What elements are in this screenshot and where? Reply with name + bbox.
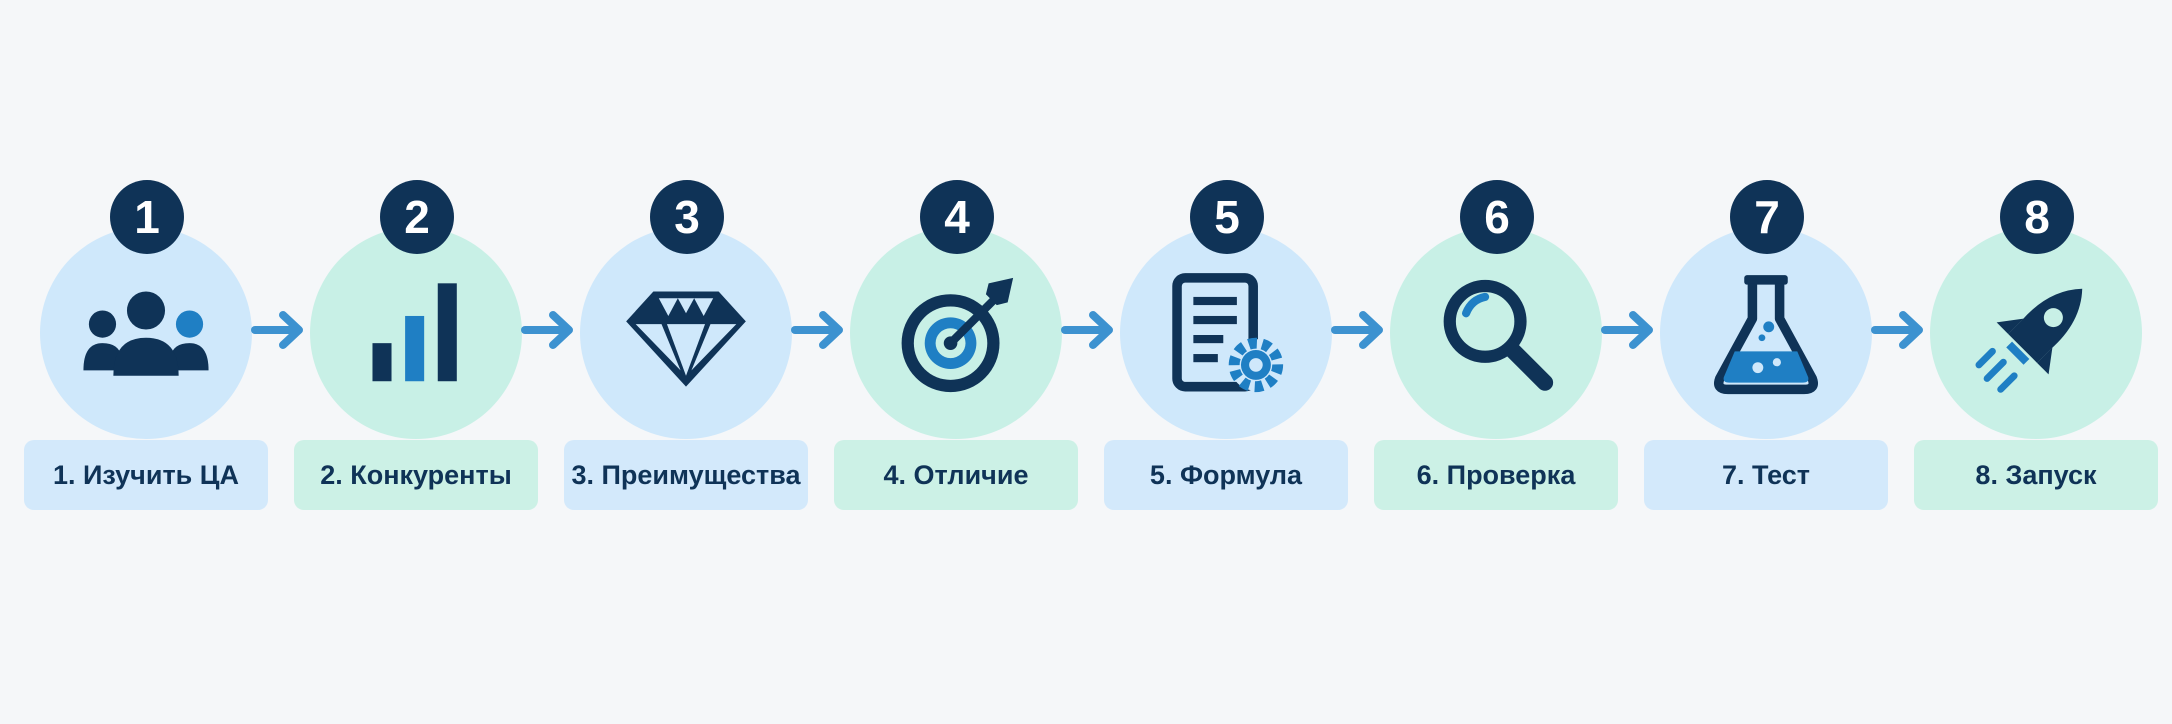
step-4: 4 4. Отличие xyxy=(834,180,1080,510)
target-icon xyxy=(888,267,1024,403)
step-3-label: 3. Преимущества xyxy=(564,440,808,510)
step-8-label: 8. Запуск xyxy=(1914,440,2158,510)
arrow-right-icon xyxy=(1871,300,1931,360)
step-6-number-badge: 6 xyxy=(1460,180,1534,254)
step-4-label: 4. Отличие xyxy=(834,440,1078,510)
step-8: 8 8. Запуск xyxy=(1914,180,2160,510)
arrow-right-icon xyxy=(791,300,851,360)
step-5: 5 5. Формула xyxy=(1104,180,1350,510)
arrow-right-icon xyxy=(521,300,581,360)
step-7-number-badge: 7 xyxy=(1730,180,1804,254)
rocket-icon xyxy=(1968,267,2104,403)
flask-icon xyxy=(1698,267,1834,403)
arrow-right-icon xyxy=(1061,300,1121,360)
users-icon xyxy=(78,267,214,403)
bar-chart-icon xyxy=(348,267,484,403)
step-1: 1 1. Изучить ЦА xyxy=(24,180,270,510)
step-1-circle xyxy=(40,227,252,439)
magnifier-icon xyxy=(1428,267,1564,403)
step-1-number-badge: 1 xyxy=(110,180,184,254)
step-7-label: 7. Тест xyxy=(1644,440,1888,510)
diamond-icon xyxy=(618,267,754,403)
arrow-right-icon xyxy=(1601,300,1661,360)
step-7-circle xyxy=(1660,227,1872,439)
arrow-right-icon xyxy=(1331,300,1391,360)
arrow-right-icon xyxy=(251,300,311,360)
step-4-number-badge: 4 xyxy=(920,180,994,254)
step-2: 2 2. Конкуренты xyxy=(294,180,540,510)
step-6: 6 6. Проверка xyxy=(1374,180,1620,510)
step-2-label: 2. Конкуренты xyxy=(294,440,538,510)
step-8-number-badge: 8 xyxy=(2000,180,2074,254)
step-3-number-badge: 3 xyxy=(650,180,724,254)
step-3: 3 3. Преимущества xyxy=(564,180,810,510)
step-6-label: 6. Проверка xyxy=(1374,440,1618,510)
step-5-circle xyxy=(1120,227,1332,439)
step-7: 7 7. Тест xyxy=(1644,180,1890,510)
step-2-number-badge: 2 xyxy=(380,180,454,254)
step-1-label: 1. Изучить ЦА xyxy=(24,440,268,510)
document-gear-icon xyxy=(1158,267,1294,403)
step-6-circle xyxy=(1390,227,1602,439)
step-5-label: 5. Формула xyxy=(1104,440,1348,510)
step-5-number-badge: 5 xyxy=(1190,180,1264,254)
